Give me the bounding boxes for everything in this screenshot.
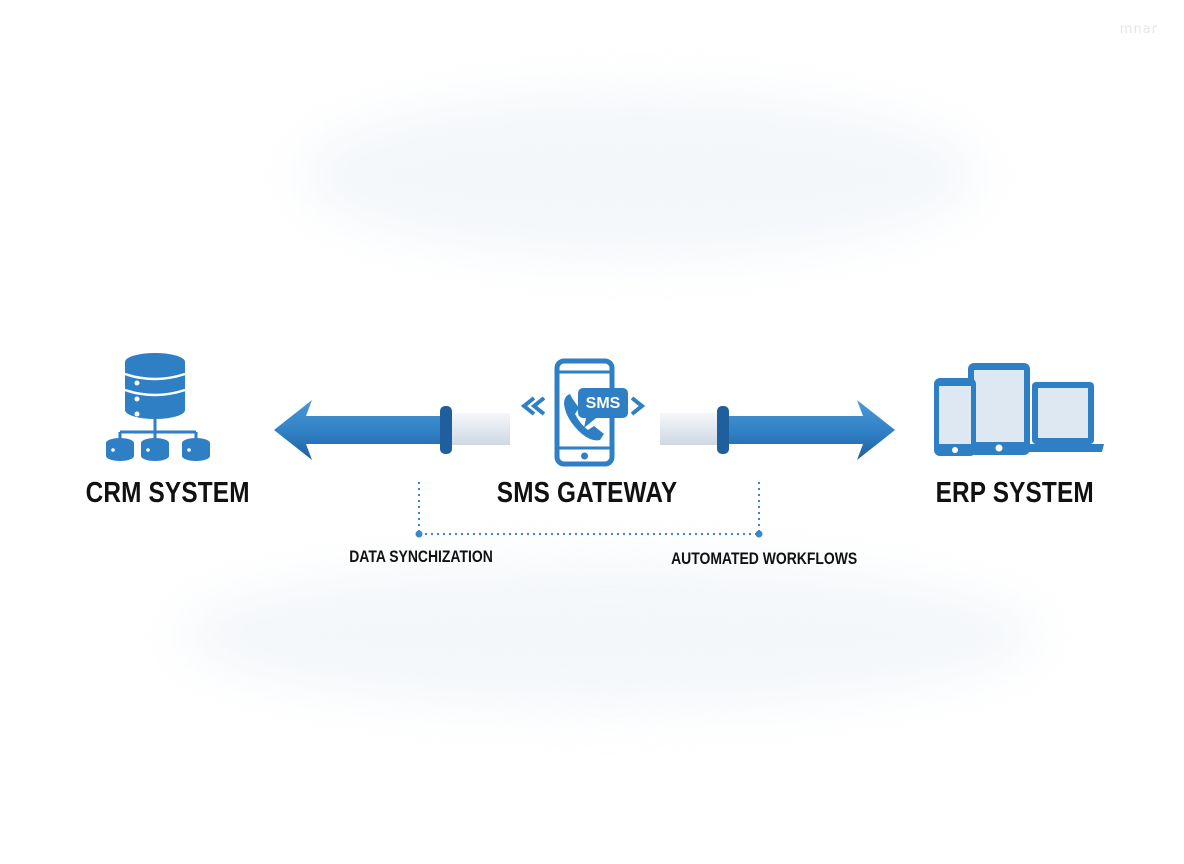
sms-badge-text: SMS — [585, 395, 621, 412]
devices-icon — [934, 363, 1104, 456]
watermark: mnar — [1119, 22, 1158, 37]
background-haze — [180, 560, 1040, 710]
automated-workflows-label: AUTOMATED WORKFLOWS — [671, 549, 858, 568]
sms-phone-icon — [520, 358, 646, 467]
data-synchronization-label: DATA SYNCHIZATION — [349, 547, 493, 566]
left-connection-arrow — [274, 400, 510, 460]
crm-system-label: CRM SYSTEM — [85, 477, 250, 509]
background-haze — [300, 90, 980, 260]
sms-gateway-label: SMS GATEWAY — [496, 477, 678, 509]
right-connection-arrow — [660, 400, 895, 460]
database-icon — [106, 353, 210, 461]
dotted-connector — [415, 482, 763, 538]
erp-system-label: ERP SYSTEM — [935, 477, 1094, 509]
